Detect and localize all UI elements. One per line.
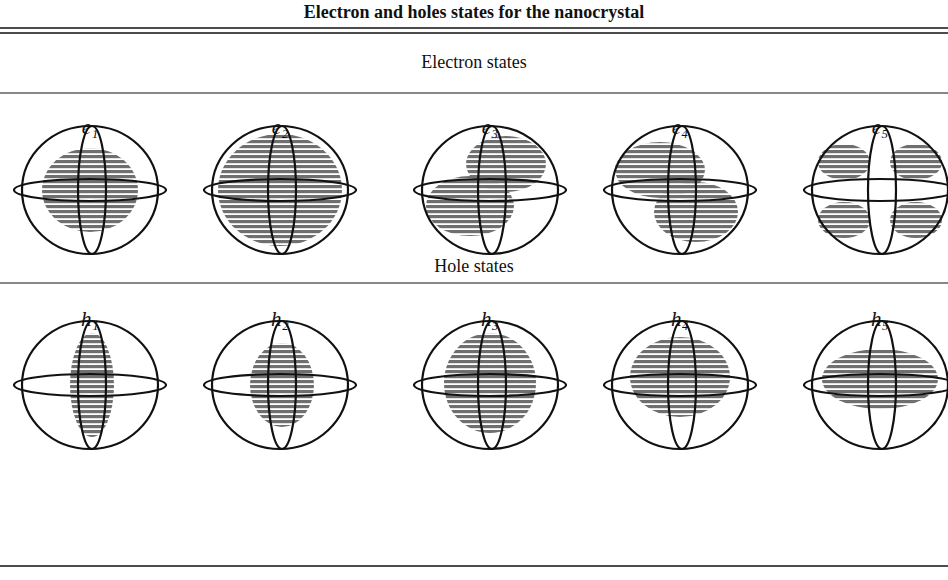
section-heading: Electron states xyxy=(421,53,526,73)
sphere-plot xyxy=(204,126,356,254)
state-label: h₂ xyxy=(271,308,289,331)
state-label: h₄ xyxy=(671,308,689,331)
rule xyxy=(0,32,948,34)
figure-title: Electron and holes states for the nanocr… xyxy=(304,3,644,23)
sphere-plot xyxy=(14,321,166,449)
state-label: e₄ xyxy=(672,116,689,139)
rule xyxy=(0,92,948,93)
state-label: e₁ xyxy=(82,116,99,139)
rule xyxy=(0,282,948,283)
state-label: h₅ xyxy=(871,308,889,331)
sphere-plot xyxy=(204,321,356,449)
sphere-plot xyxy=(14,126,166,254)
sphere-plot xyxy=(414,321,566,449)
rule xyxy=(0,27,948,29)
sphere-plot xyxy=(604,321,756,449)
state-label: e₅ xyxy=(872,116,889,139)
sphere-plot xyxy=(804,126,948,254)
section-heading: Hole states xyxy=(434,257,513,277)
sphere-plot xyxy=(804,321,948,449)
state-label: e₃ xyxy=(482,116,499,139)
state-label: e₂ xyxy=(272,116,289,139)
state-label: h₁ xyxy=(81,308,99,331)
sphere-plot xyxy=(604,126,756,254)
sphere-plot xyxy=(414,126,566,254)
rule xyxy=(0,565,948,567)
state-label: h₃ xyxy=(481,308,499,331)
